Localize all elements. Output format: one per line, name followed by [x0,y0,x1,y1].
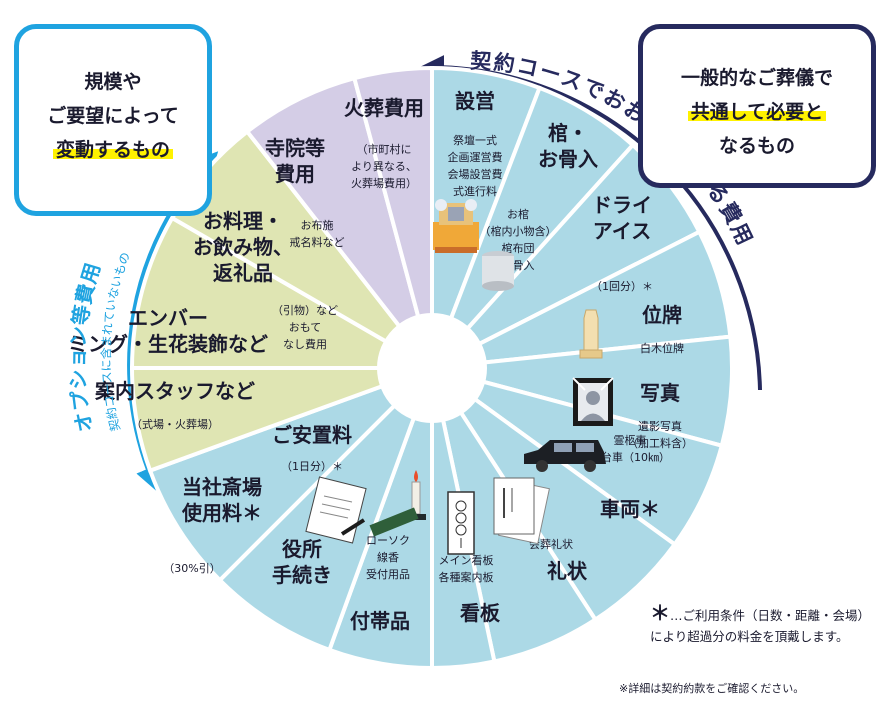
segment-hitsugi-title: お骨入 [538,147,598,171]
segment-shashin-detail: 遺影写真 [638,419,682,433]
letters-icon [493,477,550,545]
segment-yakusho-title: 役所 [282,537,322,561]
segment-saijo-title: 使用料＊ [181,501,262,525]
segment-hitsugi-title: 棺・ [548,121,588,145]
segment-kaso-detail: （市町村に [357,142,412,156]
segment-jiin-detail: お布施 [301,219,334,232]
segment-shashin-detail: （加工料含） [627,436,693,450]
hearse-icon [524,440,606,472]
surcharge-note-text: …ご利用条件（日数・距離・会場）により超過分の料金を頂戴します。 [650,608,871,644]
segment-dryice-detail: （1回分）＊ [591,280,653,293]
segment-hitsugi-detail: 棺布団 [502,241,535,255]
segment-embalming-title: ミング・生花装飾など [68,332,268,356]
segment-staff-title: 案内スタッフなど [94,379,255,403]
segment-labels: 設営祭壇一式企画運営費会場設営費式進行料棺・お骨入お棺（棺内小物含）棺布団お骨入… [68,89,693,633]
segment-kanban-detail: メイン看板 [439,553,494,567]
right-speech-bubble: 一般的なご葬儀で 共通して必要と なるもの [638,24,876,188]
segment-embalming [129,215,440,370]
segment-ryori-detail: なし費用 [283,337,327,351]
surcharge-note: ＊…ご利用条件（日数・距離・会場）により超過分の料金を頂戴します。 [650,603,880,647]
segment-reijo-title: 礼状 [547,559,588,583]
segment-embalming-title: エンバー [128,306,208,330]
segment-kanban-detail: 各種案内板 [439,570,494,584]
segment-anchi-detail: （1日分）＊ [281,460,343,473]
candle-icon [369,470,426,537]
left-bubble-line1: 規模や [84,71,142,93]
segment-setsuei-detail: 式進行料 [453,184,497,198]
segment-setsuei-detail: 企画運営費 [448,150,503,164]
segment-anchi [147,366,434,583]
segment-kaso [351,65,434,369]
right-bubble-line3: なるもの [718,135,795,157]
left-bubble-line3: 変動するもの [52,139,173,161]
segment-staff-detail: （式場・火葬場） [131,418,219,431]
tablet-icon [579,309,603,359]
segment-setsuei-detail: 祭壇一式 [453,133,497,147]
signboard-icon [447,491,475,555]
altar-icon [433,199,479,253]
segment-saijo-detail: （30%引） [163,561,220,575]
segment-kaso-detail: より異なる、 [351,160,417,173]
contract-note: ※詳細は契約約款をご確認ください。 [619,682,805,695]
segment-saijo-title: 当社斎場 [182,475,262,499]
wheel-hub [377,313,487,423]
asterisk-mark: ＊ [650,601,670,625]
right-bubble-line2: 共通して必要と [687,101,827,123]
segment-setsuei-title: 設営 [455,89,495,113]
segment-shashin-title: 写真 [640,381,680,405]
segment-ryori-detail: （引物）など [272,303,338,317]
segment-yakusho-title: 手続き [272,563,332,587]
urn-icon [482,251,514,291]
segment-ihai-title: 位牌 [642,303,682,327]
left-bubble-line2: ご要望によって [47,105,179,127]
segment-sharyo-detail: 霊柩車 [614,433,647,447]
segment-fuzokuhin-detail: 線香 [377,550,399,564]
segment-kanban-title: 看板 [460,601,501,625]
segment-ryori-title: お飲み物、 [193,235,293,259]
right-bubble-line1: 一般的なご葬儀で [680,67,833,89]
segment-sharyo-detail: 寝台車（10㎞） [590,450,670,464]
segment-jiin-title: 費用 [275,162,315,186]
segment-fuzokuhin-detail: 受付用品 [366,568,410,581]
segment-dryice-title: アイス [593,219,651,243]
portrait-icon [572,377,614,426]
segment-hitsugi-detail: （棺内小物含） [480,224,557,238]
segment-sharyo-title: 車両＊ [600,497,660,521]
segment-kaso-detail: 火葬場費用） [351,176,417,190]
segment-ryori-detail: おもて [289,321,322,334]
segment-reijo-detail: 会葬礼状 [529,537,573,551]
segment-dryice-title: ドライ [592,193,652,217]
left-speech-bubble: 規模や ご要望によって 変動するもの [14,24,212,216]
segment-fuzokuhin-detail: ローソク [366,534,410,547]
segment-jiin [244,75,434,370]
segment-ihai-detail: 白木位牌 [640,341,684,355]
segment-jiin-detail: 戒名料など [290,235,345,249]
segment-fuzokuhin-title: 付帯品 [350,609,410,633]
segment-kaso-title: 火葬費用 [344,96,424,120]
segment-jiin-title: 寺院等 [265,136,325,160]
wheel-segments [129,65,734,671]
segment-anchi-title: ご安置料 [272,423,352,447]
segment-ryori-title: 返礼品 [213,261,273,285]
document-icon [305,476,367,544]
segment-hitsugi-detail: お棺 [507,207,529,221]
segment-ryori-title: お料理・ [203,209,283,233]
segment-setsuei-detail: 会場設営費 [448,167,503,181]
